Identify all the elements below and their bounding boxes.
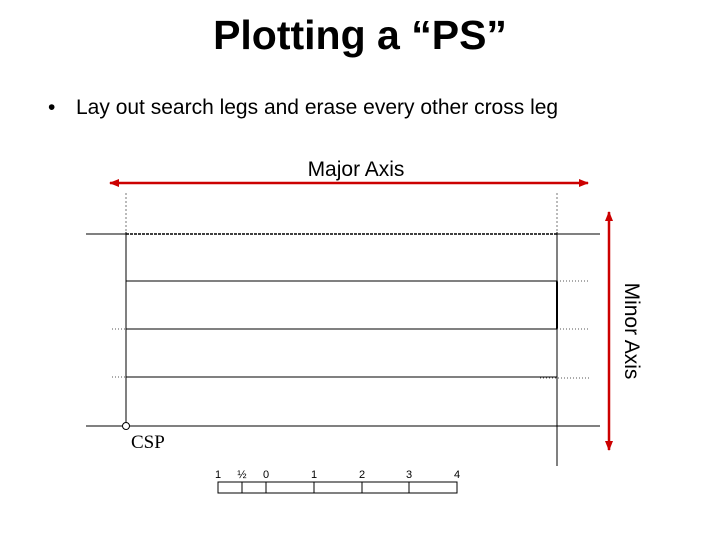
csp-label: CSP [131, 432, 165, 453]
scale-label: 2 [359, 469, 365, 481]
major-axis-label: Major Axis [308, 158, 405, 181]
scale-label: 1 [311, 469, 317, 481]
scale-label: 1 [215, 469, 221, 481]
slide-title: Plotting a “PS” [213, 12, 507, 58]
minor-axis-label: Minor Axis [620, 283, 643, 380]
scale-label: 4 [454, 469, 460, 481]
scale-label: 3 [406, 469, 412, 481]
bullet-marker: • [48, 96, 56, 119]
csp-marker [122, 422, 130, 430]
scale-bar [217, 481, 458, 494]
bullet-text: Lay out search legs and erase every othe… [76, 96, 559, 119]
scale-label: ½ [237, 469, 246, 481]
bullet-point: • Lay out search legs and erase every oth… [48, 94, 558, 122]
scale-label: 0 [263, 469, 269, 481]
